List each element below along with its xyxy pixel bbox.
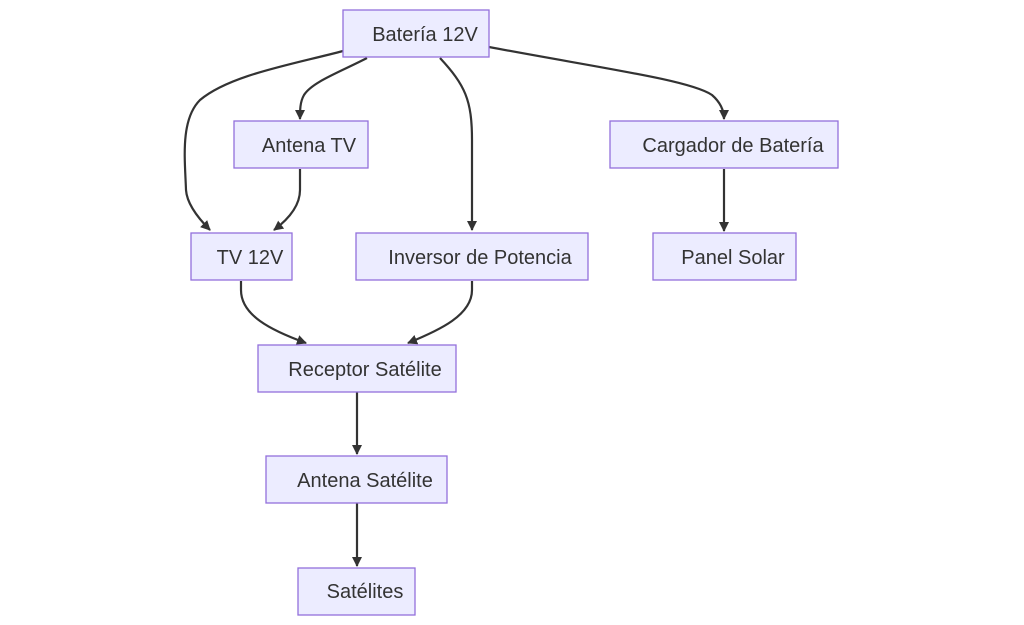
node-bateria: Batería 12V [342, 9, 490, 58]
node-cargador-box [609, 120, 839, 169]
edge-inversor-receptor [407, 281, 474, 345]
node-antena-sat-label: Antena Satélite [297, 470, 433, 492]
node-antena-tv: Antena TV [233, 120, 369, 169]
node-satelites-label: Satélites [327, 581, 404, 603]
node-panel-label: Panel Solar [681, 247, 785, 269]
node-inversor-box [355, 232, 589, 281]
edge-bateria-tv [183, 49, 344, 231]
node-receptor-label: Receptor Satélite [288, 359, 441, 381]
edge-bateria-antena-tv [295, 57, 368, 120]
node-panel-box [652, 232, 797, 281]
node-bateria-label: Batería 12V [372, 24, 478, 46]
node-tv-label: TV 12V [217, 247, 284, 269]
node-inversor: Inversor de Potencia [355, 232, 589, 281]
node-satelites-box [297, 567, 416, 616]
node-receptor: Receptor Satélite [257, 344, 457, 393]
node-antena-sat: Antena Satélite [265, 455, 448, 504]
edges [183, 45, 729, 567]
node-antena-tv-box [233, 120, 369, 169]
node-inversor-label: Inversor de Potencia [388, 247, 572, 269]
node-panel: Panel Solar [652, 232, 797, 281]
node-tv-box [190, 232, 293, 281]
node-satelites: Satélites [297, 567, 416, 616]
node-cargador: Cargador de Batería [609, 120, 839, 169]
node-cargador-label: Cargador de Batería [642, 135, 824, 157]
node-receptor-box [257, 344, 457, 393]
edge-tv-receptor [239, 281, 307, 345]
node-antena-sat-box [265, 455, 448, 504]
edge-bateria-cargador [488, 45, 729, 120]
node-antena-tv-label: Antena TV [262, 135, 357, 157]
edge-antena-tv-tv [273, 169, 302, 231]
node-bateria-box [342, 9, 490, 58]
edge-bateria-inversor [439, 57, 477, 231]
node-tv: TV 12V [190, 232, 293, 281]
